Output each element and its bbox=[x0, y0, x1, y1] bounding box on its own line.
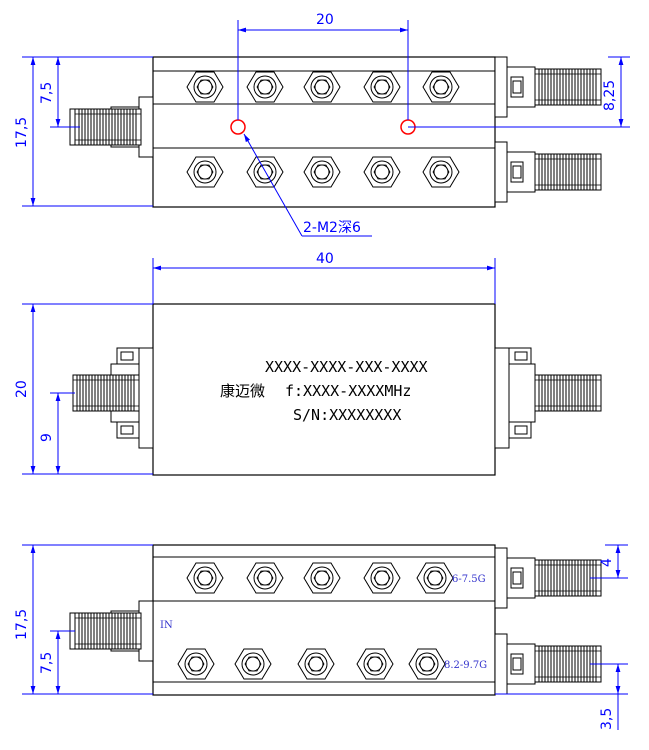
callout-leader bbox=[243, 133, 372, 237]
connector-right-upper bbox=[494, 56, 602, 118]
dim-top-right bbox=[408, 56, 630, 128]
connector-right-lower bbox=[494, 141, 602, 203]
port-upper-label: 6-7.5G bbox=[452, 574, 486, 585]
dim-front-width-label: 40 bbox=[316, 251, 334, 267]
connector-bottom-right-lower bbox=[494, 633, 602, 695]
callout-label: 2-M2深6 bbox=[303, 220, 361, 236]
dim-top-right-label: 8,25 bbox=[602, 80, 618, 111]
connector-front-right bbox=[494, 347, 602, 449]
dim-top-height bbox=[22, 56, 153, 207]
dim-front-connector-label: 9 bbox=[39, 433, 55, 442]
label-model: XXXX-XXXX-XXX-XXXX bbox=[265, 358, 428, 376]
port-lower-label: 8.2-9.7G bbox=[444, 660, 487, 671]
label-brand: 康迈微 bbox=[220, 382, 265, 400]
label-frequency: f:XXXX-XXXXMHz bbox=[285, 382, 411, 400]
connector-front-left bbox=[72, 347, 154, 449]
connector-bottom-right-upper bbox=[494, 547, 602, 609]
dim-front-height-label: 20 bbox=[14, 380, 30, 398]
dim-bottom-height-label: 17,5 bbox=[14, 609, 30, 640]
dim-bottom-right-bottom-label: 3,5 bbox=[599, 708, 615, 730]
dim-top-left-offset-label: 7,5 bbox=[39, 82, 55, 104]
bottom-view: IN 6-7.5G 8.2-9.7G 17,5 7,5 4 3,5 bbox=[14, 544, 628, 730]
connector-left bbox=[69, 96, 154, 158]
top-view: 20 17,5 7,5 8,25 2-M2深6 bbox=[14, 12, 630, 237]
dim-bottom-right-top-label: 4 bbox=[599, 558, 615, 567]
connector-bottom-left bbox=[69, 600, 154, 662]
dim-bottom-left-offset-label: 7,5 bbox=[39, 652, 55, 674]
dim-hole-spacing bbox=[237, 20, 409, 120]
label-serial: S/N:XXXXXXXX bbox=[293, 406, 401, 424]
port-in-label: IN bbox=[160, 620, 173, 631]
dim-top-height-label: 17,5 bbox=[14, 117, 30, 148]
dim-bottom-right bbox=[495, 544, 628, 730]
dim-hole-spacing-label: 20 bbox=[316, 12, 334, 28]
dim-front-width bbox=[152, 258, 496, 304]
dim-front-height bbox=[22, 303, 153, 475]
front-view-body bbox=[152, 303, 496, 476]
front-view: XXXX-XXXX-XXX-XXXX 康迈微 f:XXXX-XXXXMHz S/… bbox=[14, 251, 602, 476]
dim-bottom-height bbox=[22, 544, 153, 695]
